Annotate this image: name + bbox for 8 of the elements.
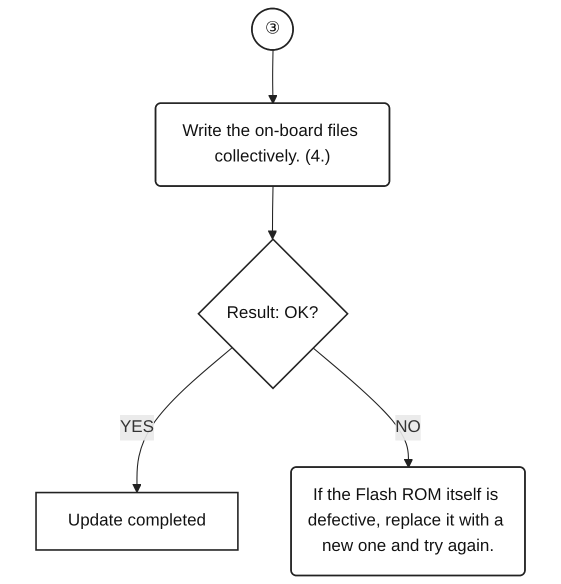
arrow — [268, 50, 278, 104]
arrow — [268, 186, 278, 240]
edge-label: NO — [395, 418, 421, 436]
edge-label: YES — [120, 418, 154, 436]
node-diamond: Result: OK? — [197, 238, 349, 390]
node-box: Update completed — [35, 492, 239, 551]
arrow — [312, 347, 414, 468]
arrow — [132, 347, 232, 493]
